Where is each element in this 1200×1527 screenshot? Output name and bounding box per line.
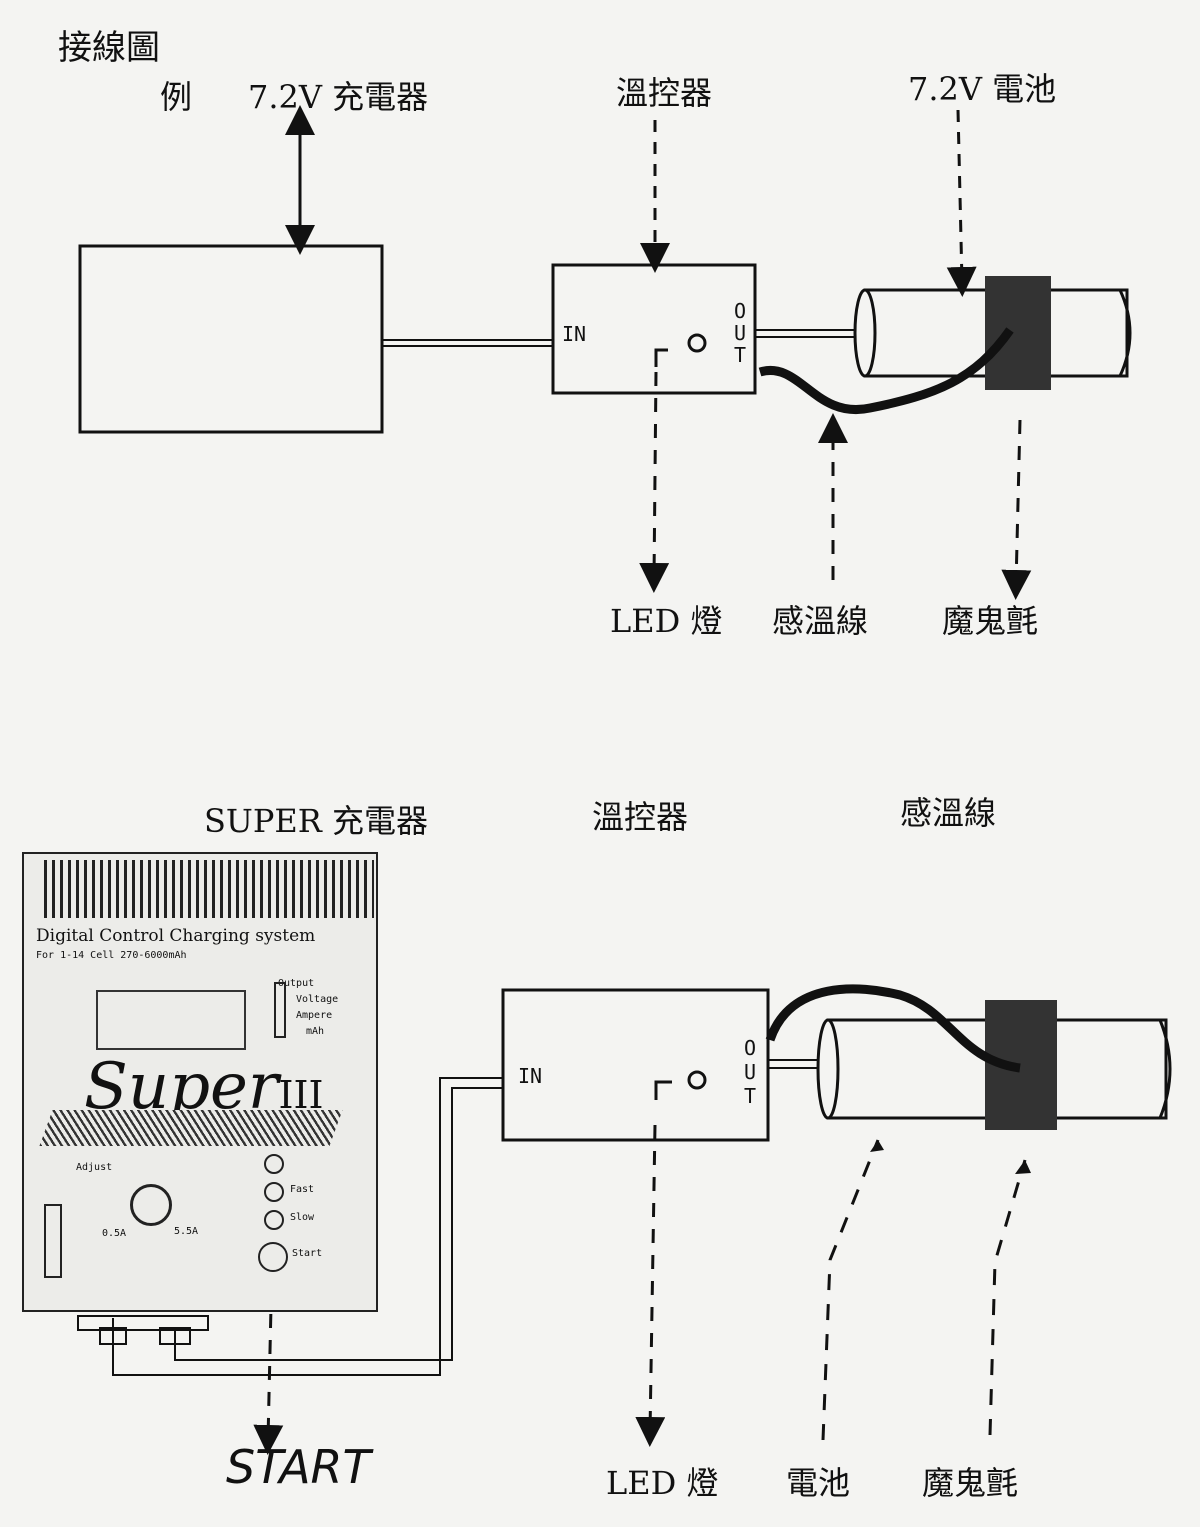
super-controller-label: 溫控器 — [592, 798, 689, 836]
super-sensor-label: 感溫線 — [900, 794, 997, 832]
example-out-label: OUT — [734, 299, 747, 367]
super-sensor-wire — [765, 984, 1021, 1073]
example-controller-label: 溫控器 — [616, 74, 713, 112]
panel-output-indicator — [274, 982, 286, 1038]
panel-title: Digital Control Charging system — [36, 926, 316, 946]
panel-vent-stripes — [44, 860, 374, 918]
panel-start-button[interactable] — [258, 1242, 288, 1272]
example-prefix: 例 — [160, 78, 193, 116]
example-sensor-wire — [758, 327, 1014, 415]
super-tape-label: 魔鬼氈 — [922, 1464, 1019, 1502]
panel-current-low: 0.5A — [102, 1228, 127, 1239]
panel-current-high: 5.5A — [174, 1226, 199, 1237]
panel-fast-label: Fast — [290, 1184, 315, 1195]
panel-mah-label: mAh — [306, 1026, 325, 1037]
panel-display — [96, 990, 246, 1050]
panel-start-label: Start — [292, 1248, 323, 1259]
panel-ampere-label: Ampere — [296, 1010, 333, 1021]
super-led — [687, 1070, 707, 1090]
panel-hatch — [39, 1110, 343, 1146]
super-in-label: IN — [518, 1064, 543, 1088]
panel-subtitle: For 1-14 Cell 270-6000mAh — [36, 950, 187, 961]
super-out-label: OUT — [744, 1036, 757, 1108]
panel-indicator-slow — [264, 1210, 284, 1230]
example-charger-label: 7.2V 充電器 — [248, 78, 429, 116]
example-led-label: LED 燈 — [610, 602, 723, 640]
panel-adjust-label: Adjust — [76, 1162, 113, 1173]
example-battery-label: 7.2V 電池 — [908, 70, 1057, 108]
example-tape-label: 魔鬼氈 — [942, 602, 1039, 640]
super-charger-panel: Digital Control Charging system For 1-14… — [22, 852, 378, 1312]
panel-indicator-fast — [264, 1182, 284, 1202]
diagram-heading: 接線圖 — [58, 28, 160, 68]
panel-model-mark: III — [278, 1073, 324, 1117]
super-led-label: LED 燈 — [606, 1464, 719, 1502]
super-charger-label: SUPER 充電器 — [204, 802, 429, 840]
panel-meter — [44, 1204, 62, 1278]
example-led — [687, 333, 707, 353]
example-tape — [985, 276, 1051, 390]
example-charger-box — [78, 244, 384, 434]
super-controller-box — [501, 988, 770, 1142]
panel-output-label: Output — [278, 978, 315, 989]
example-sensor-label: 感溫線 — [772, 602, 869, 640]
example-in-label: IN — [562, 322, 587, 346]
super-start-label: START — [226, 1440, 371, 1494]
panel-indicator-1 — [264, 1154, 284, 1174]
panel-adjust-knob[interactable] — [130, 1184, 172, 1226]
panel-slow-label: Slow — [290, 1212, 315, 1223]
panel-voltage-label: Voltage — [296, 994, 339, 1005]
super-battery-label: 電池 — [786, 1464, 851, 1502]
